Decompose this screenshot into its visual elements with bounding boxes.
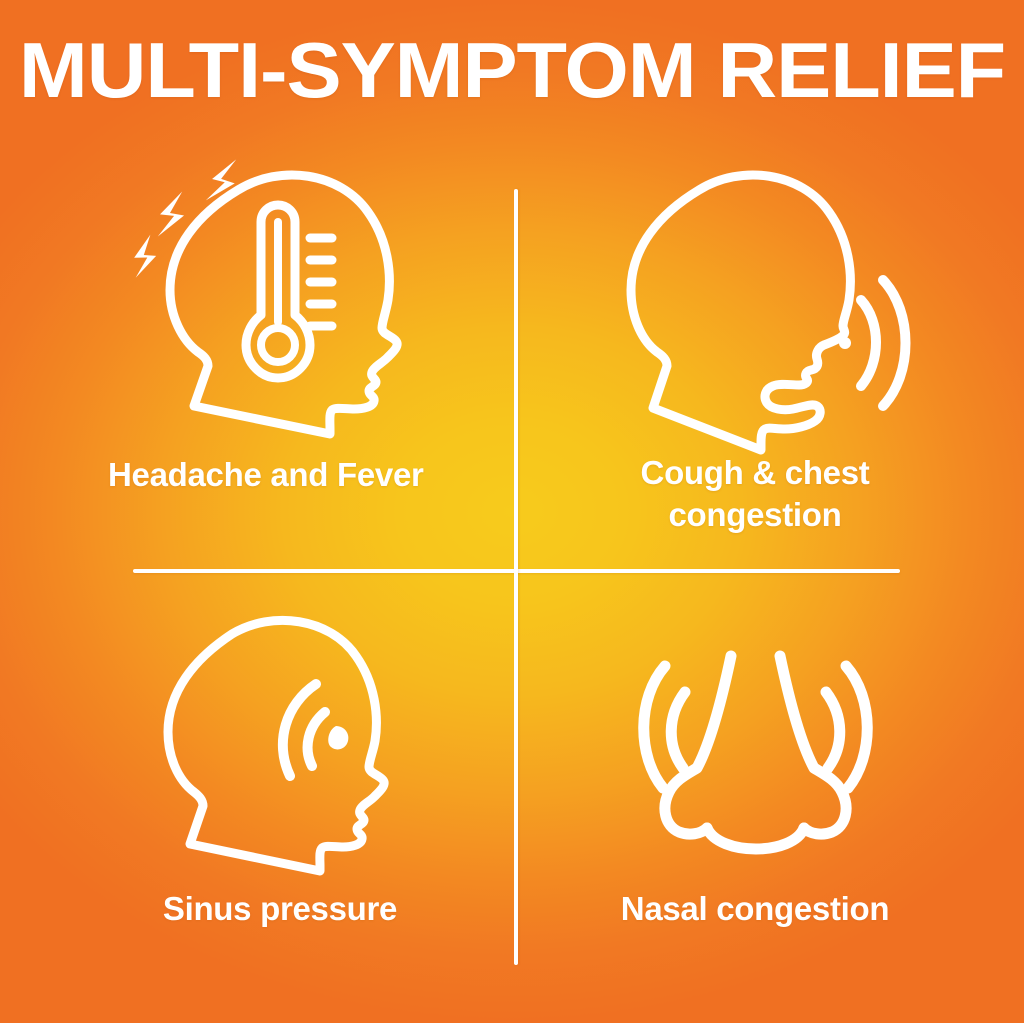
head-profile-sinus-waves-icon: [163, 615, 389, 876]
caption-line-2: congestion: [668, 496, 842, 533]
head-profile-thermometer-pain-bolts-icon: [134, 159, 402, 439]
symptom-card-headache-fever: Headache and Fever: [60, 150, 500, 550]
symptom-caption-sinus-pressure: Sinus pressure: [162, 890, 398, 927]
symptom-card-cough-chest-congestion: Cough & chest congestion: [530, 150, 980, 550]
caption-line-1: Cough & chest: [640, 454, 870, 491]
headache-fever-icon-box: [60, 150, 500, 440]
symptom-card-sinus-pressure: Sinus pressure: [60, 600, 500, 965]
symptom-caption-headache-fever: Headache and Fever: [108, 456, 424, 493]
symptom-caption-cough-chest-congestion: Cough & chest congestion: [530, 452, 980, 536]
head-profile-coughing-soundwaves-icon: [626, 170, 911, 455]
sinus-dot-icon: [328, 726, 349, 750]
nose-front-view-waves-icon: [637, 650, 873, 855]
sinus-icon-box: [60, 600, 500, 880]
cough-icon-box: [530, 150, 980, 455]
cough-dot-icon: [839, 337, 851, 349]
nose-icon-box: [530, 600, 980, 880]
vertical-divider: [514, 189, 518, 965]
page-title: MULTI-SYMPTOM RELIEF: [18, 26, 1006, 114]
pain-bolts-icon: [134, 159, 237, 278]
symptom-caption-nasal-congestion: Nasal congestion: [620, 890, 890, 927]
symptom-card-nasal-congestion: Nasal congestion: [530, 600, 980, 965]
